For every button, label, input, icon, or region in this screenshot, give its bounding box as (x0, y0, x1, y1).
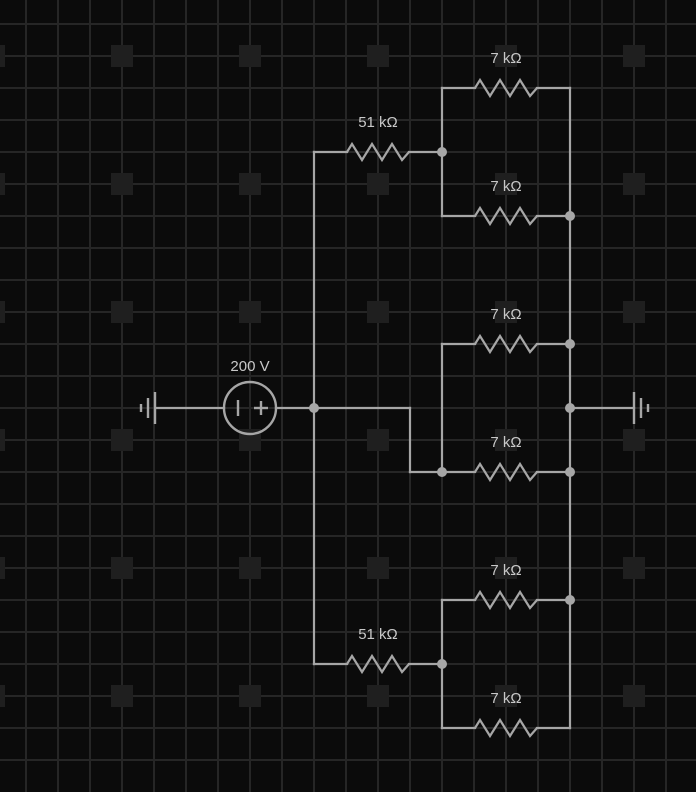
resistor-icon[interactable] (474, 77, 538, 99)
grid-dot (623, 301, 645, 323)
grid-dot (623, 45, 645, 67)
grid-dot (367, 45, 389, 67)
resistor-label: 7 kΩ (490, 306, 521, 323)
grid-dot (239, 173, 261, 195)
resistor-icon[interactable] (474, 589, 538, 611)
junction-node (309, 403, 319, 413)
grid-dot (239, 557, 261, 579)
ground-icon[interactable] (139, 392, 157, 424)
grid-dot (623, 557, 645, 579)
resistor-icon[interactable] (346, 141, 410, 163)
resistor-labels: 7 kΩ 51 kΩ 7 kΩ 7 kΩ 7 kΩ 7 kΩ 51 kΩ 7 k… (358, 50, 521, 707)
resistor-label: 51 kΩ (358, 626, 398, 643)
grid-dot (495, 557, 517, 579)
resistor-icon[interactable] (474, 333, 538, 355)
grid-dot (495, 685, 517, 707)
grid-dot (367, 557, 389, 579)
grid-dot (0, 557, 5, 579)
grid-dot (367, 429, 389, 451)
grid-dot (495, 173, 517, 195)
resistor-icon[interactable] (474, 205, 538, 227)
resistor-icon[interactable] (474, 461, 538, 483)
grid-dot (111, 685, 133, 707)
grid-dot (495, 45, 517, 67)
grid-dot (0, 173, 5, 195)
grid-dot (623, 429, 645, 451)
junction-node (565, 403, 575, 413)
grid-dot (111, 173, 133, 195)
junction-node (565, 595, 575, 605)
resistor-icon[interactable] (346, 653, 410, 675)
grid-dot (367, 173, 389, 195)
junction-node (565, 467, 575, 477)
resistor-label: 7 kΩ (490, 690, 521, 707)
grid-dot (0, 45, 5, 67)
resistor-label: 51 kΩ (358, 114, 398, 131)
source-label: 200 V (230, 358, 269, 375)
grid-dot (111, 429, 133, 451)
grid-dot (239, 45, 261, 67)
grid-dot (0, 429, 5, 451)
resistor-icon[interactable] (474, 717, 538, 739)
junction-node (437, 467, 447, 477)
grid-dot (623, 685, 645, 707)
grid-dot (495, 301, 517, 323)
junction-node (437, 147, 447, 157)
grid-dot (495, 429, 517, 451)
grid-dot (111, 301, 133, 323)
grid-dot (367, 685, 389, 707)
resistors (346, 77, 538, 739)
resistor-label: 7 kΩ (490, 562, 521, 579)
junction-node (437, 659, 447, 669)
resistor-label: 7 kΩ (490, 178, 521, 195)
ground-icon[interactable] (632, 392, 650, 424)
dc-voltage-source-icon[interactable] (222, 380, 278, 436)
grid-dot (239, 301, 261, 323)
grid-dot (111, 45, 133, 67)
grid-dot (239, 685, 261, 707)
grid-dot (367, 301, 389, 323)
junction-nodes (309, 147, 575, 669)
grid-dot (111, 557, 133, 579)
junction-node (565, 211, 575, 221)
resistor-label: 7 kΩ (490, 50, 521, 67)
grid-dot (0, 685, 5, 707)
resistor-label: 7 kΩ (490, 434, 521, 451)
grid-dot (623, 173, 645, 195)
grid-dot (0, 301, 5, 323)
junction-node (565, 339, 575, 349)
